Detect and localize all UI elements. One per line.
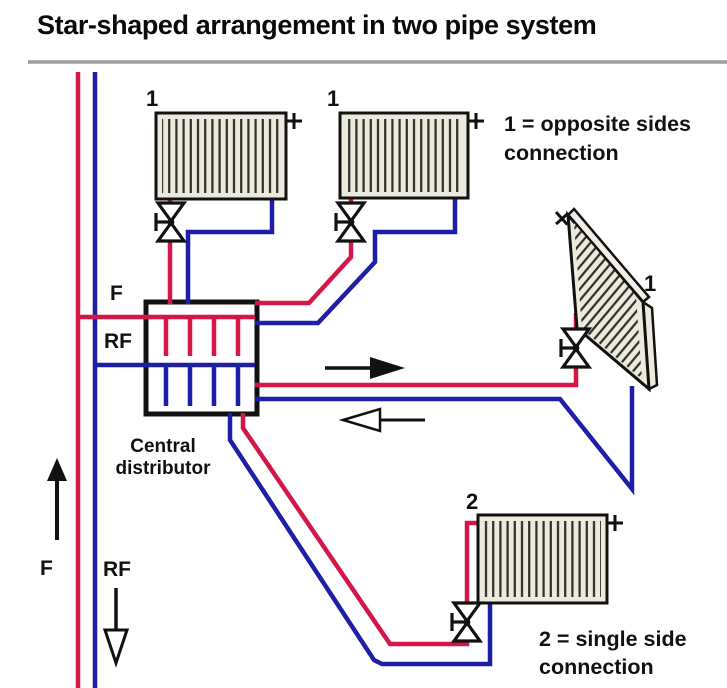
flow-riser-label: F [40, 557, 53, 580]
radiator-right-number: 1 [644, 271, 656, 296]
radiator-top-right-number: 1 [327, 86, 339, 111]
return-from-radiator-right [255, 386, 635, 496]
air-vent-icon [604, 513, 625, 533]
radiator-top-left-number: 1 [146, 86, 158, 111]
distributor-caption-line2: distributor [116, 458, 212, 479]
flow-label-at-distributor: F [110, 282, 123, 305]
page-title: Star-shaped arrangement in two pipe syst… [37, 10, 597, 40]
return-down-arrow-icon [102, 588, 130, 668]
flow-to-radiator-bottom [240, 413, 479, 647]
flow-to-radiator-top-right [255, 196, 354, 306]
valve-icon-radiator-top-right [334, 201, 366, 243]
legend-opposite-sides-line1: 1 = opposite sides [504, 112, 691, 136]
return-from-radiator-top-right [255, 196, 458, 326]
flow-right-arrow-icon [325, 357, 405, 379]
air-vent-icon [465, 111, 486, 131]
radiator-bottom [476, 513, 625, 605]
return-pipe-network [92, 72, 635, 688]
valve-icon-radiator-right [559, 327, 591, 369]
return-from-radiator-top-left [185, 197, 275, 304]
distributor-caption-line1: Central [130, 436, 195, 457]
return-left-arrow-icon [338, 407, 425, 433]
legend-single-side-line1: 2 = single side [539, 627, 687, 651]
return-label-at-distributor: RF [104, 330, 132, 353]
radiator-top-left [154, 111, 304, 201]
return-header-drops [163, 365, 241, 406]
radiator-right-tilted [548, 205, 659, 393]
flow-up-arrow-icon [47, 458, 67, 540]
valve-icon-radiator-bottom [450, 601, 482, 643]
legend-opposite-sides-line2: connection [504, 141, 619, 165]
direction-arrows [47, 357, 425, 668]
radiator-top-right [338, 111, 486, 200]
return-riser-label: RF [103, 558, 131, 581]
legend-single-side-line2: connection [539, 655, 654, 679]
return-from-radiator-bottom [227, 413, 493, 667]
flow-header-drops [163, 317, 241, 356]
valve-icon-radiator-top-left [154, 201, 186, 243]
air-vent-icon [283, 111, 304, 131]
radiator-bottom-number: 2 [466, 489, 478, 514]
